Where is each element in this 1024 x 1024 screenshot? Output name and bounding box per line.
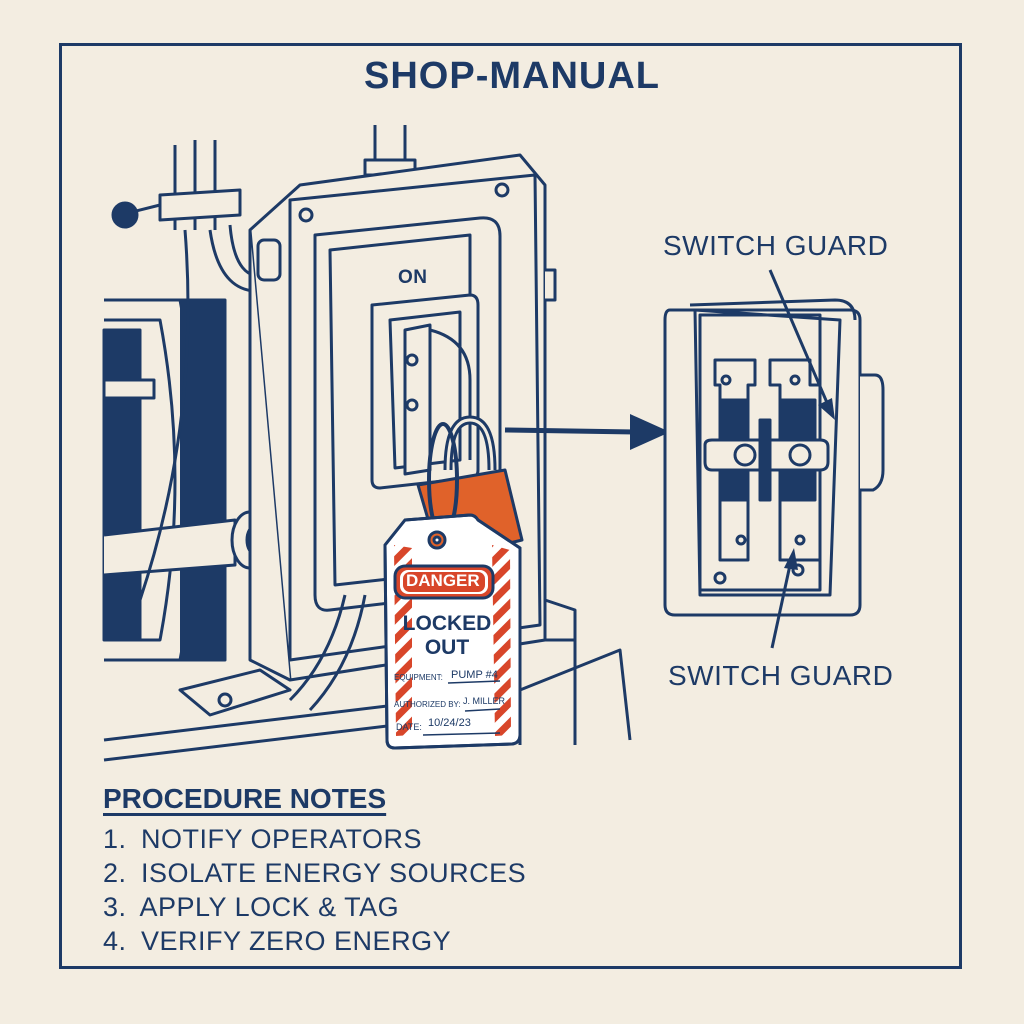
callout-switch-guard-bottom: SWITCH GUARD bbox=[668, 660, 894, 691]
arrow-right-icon bbox=[504, 414, 670, 450]
list-item-text: NOTIFY OPERATORS bbox=[141, 824, 423, 854]
tag-authorized-value: J. MILLER bbox=[463, 696, 506, 706]
page-title: SHOP-MANUAL bbox=[364, 55, 660, 97]
list-item: 4. VERIFY ZERO ENERGY bbox=[103, 924, 526, 958]
list-item-number: 1. bbox=[103, 824, 127, 854]
switch-on-label: ON bbox=[398, 267, 428, 288]
procedure-notes-heading: PROCEDURE NOTES bbox=[103, 783, 387, 814]
tag-equipment-label: EQUIPMENT: bbox=[394, 673, 443, 682]
switch-guard-detail bbox=[663, 298, 885, 617]
tag-date-label: DATE: bbox=[396, 722, 422, 732]
page-frame bbox=[59, 43, 962, 969]
list-item: 1. NOTIFY OPERATORS bbox=[103, 822, 526, 856]
conduit bbox=[288, 594, 367, 712]
tag-out-line: OUT bbox=[424, 636, 470, 659]
list-item-text: VERIFY ZERO ENERGY bbox=[141, 926, 452, 956]
tag-equipment-value: PUMP #4 bbox=[451, 669, 498, 681]
list-item: 2. ISOLATE ENERGY SOURCES bbox=[103, 856, 526, 890]
list-item: 3. APPLY LOCK & TAG bbox=[103, 890, 526, 924]
list-item-number: 4. bbox=[103, 926, 127, 956]
lockout-tag-icon bbox=[383, 513, 522, 750]
list-item-text: ISOLATE ENERGY SOURCES bbox=[141, 858, 527, 888]
procedure-notes-list: 1. NOTIFY OPERATORS 2. ISOLATE ENERGY SO… bbox=[103, 822, 526, 958]
list-item-number: 3. bbox=[103, 892, 127, 922]
callout-switch-guard-top: SWITCH GUARD bbox=[663, 230, 889, 261]
tag-danger-header: DANGER bbox=[406, 571, 480, 590]
callout-arrow-icon bbox=[768, 269, 835, 649]
tag-locked-line: LOCKED bbox=[402, 612, 492, 635]
pump-machine bbox=[102, 125, 632, 762]
list-item-number: 2. bbox=[103, 858, 127, 888]
tag-date-value: 10/24/23 bbox=[428, 717, 471, 729]
tag-authorized-label: AUTHORIZED BY: bbox=[394, 700, 461, 709]
list-item-text: APPLY LOCK & TAG bbox=[139, 892, 400, 922]
